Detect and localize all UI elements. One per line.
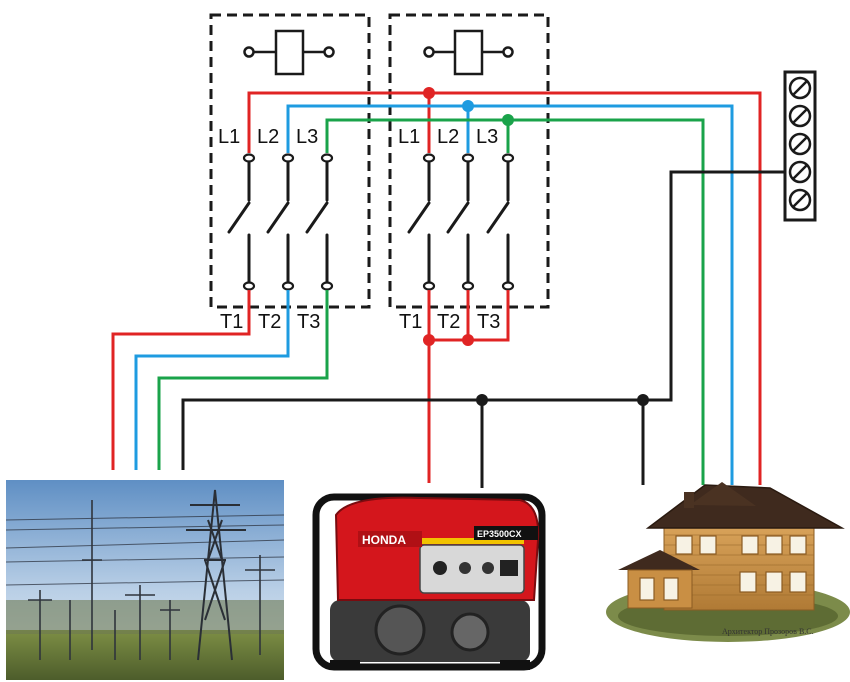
power-grid-image	[5, 480, 285, 680]
junction-neutral-house	[637, 394, 649, 406]
contactor-right-poles	[407, 156, 510, 284]
terminals-left	[242, 153, 334, 291]
coil-left-icon	[243, 29, 335, 76]
junction-l2	[462, 100, 474, 112]
generator-model: EP3500CX	[477, 529, 522, 539]
generator-brand: HONDA	[362, 533, 406, 547]
right-l2-label: L2	[437, 126, 459, 148]
coil-right-icon	[423, 29, 514, 76]
contactor-left-housing	[209, 13, 371, 309]
left-t3-label: T3	[297, 311, 320, 333]
right-t3-label: T3	[477, 311, 500, 333]
left-l2-label: L2	[257, 126, 279, 148]
junction-l3	[502, 114, 514, 126]
house-image: Архитектор Прозоров В.С.	[606, 482, 850, 642]
left-l3-label: L3	[296, 126, 318, 148]
wire-l3-top	[325, 118, 705, 485]
wire-grid-l2	[134, 290, 290, 470]
wire-grid-l1	[111, 290, 251, 470]
junction-neutral-gen	[476, 394, 488, 406]
left-t2-label: T2	[258, 311, 281, 333]
right-l1-label: L1	[398, 126, 420, 148]
contactor-left-poles	[227, 156, 329, 284]
left-t1-label: T1	[220, 311, 243, 333]
wire-l2-top	[286, 104, 734, 485]
house-credit: Архитектор Прозоров В.С.	[722, 627, 814, 636]
junction-l1	[423, 87, 435, 99]
junction-gen-t2	[462, 334, 474, 346]
right-t2-label: T2	[437, 311, 460, 333]
left-l1-label: L1	[218, 126, 240, 148]
wire-neutral-main	[181, 170, 790, 470]
right-t1-label: T1	[399, 311, 422, 333]
neutral-terminal-block	[783, 70, 817, 222]
generator-image: HONDA EP3500CX	[312, 493, 546, 671]
pylon-icon	[186, 489, 246, 661]
junction-gen-t1	[423, 334, 435, 346]
wire-grid-l3	[157, 290, 329, 470]
wire-l1-top	[247, 91, 762, 485]
terminals-right	[422, 153, 515, 291]
right-l3-label: L3	[476, 126, 498, 148]
